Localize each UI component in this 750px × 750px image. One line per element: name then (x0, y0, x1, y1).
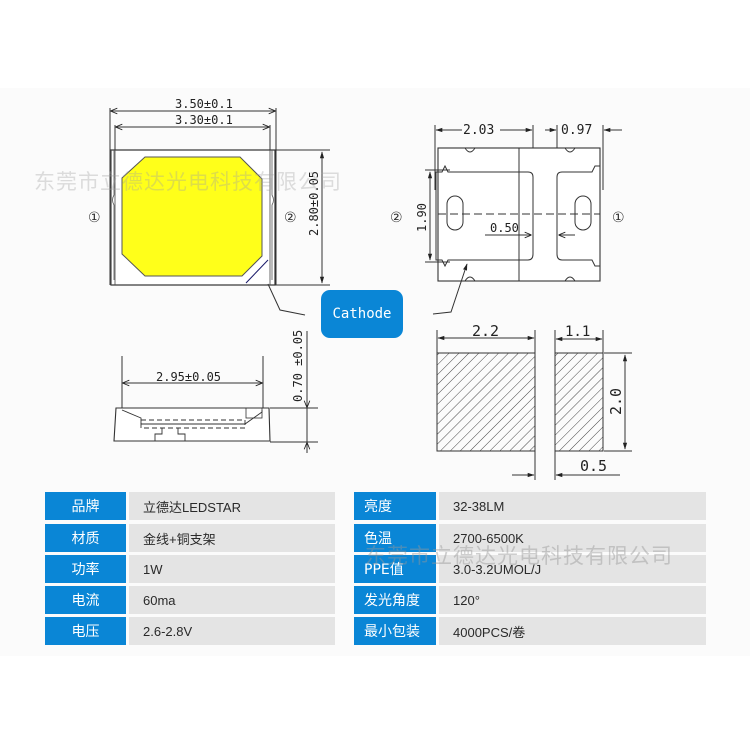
spec-value: 2.6-2.8V (129, 617, 335, 645)
spec-label: 电压 (45, 617, 126, 645)
spec-label: 色温 (354, 524, 436, 552)
dim-pad-small: 1.1 (565, 324, 590, 340)
spec-row: 功率 1W (45, 555, 335, 583)
spec-row: 亮度 32-38LM (354, 492, 706, 520)
top-view: 3.50±0.1 3.30±0.1 2.80±0.05 ① ② (88, 97, 330, 316)
spec-row: 电压 2.6-2.8V (45, 617, 335, 645)
spec-value: 120° (439, 586, 706, 614)
dim-pad-gap: 0.5 (580, 457, 607, 475)
spec-row: 电流 60ma (45, 586, 335, 614)
spec-label: 最小包装 (354, 617, 436, 645)
spec-row: 最小包装 4000PCS/卷 (354, 617, 706, 645)
dim-pad-height: 1.90 (415, 203, 429, 232)
spec-value: 金线+铜支架 (129, 524, 335, 552)
spec-row: 材质 金线+铜支架 (45, 524, 335, 552)
spec-value: 1W (129, 555, 335, 583)
dim-outer-width: 3.50±0.1 (175, 97, 233, 111)
cathode-callout: Cathode (321, 290, 403, 338)
dim-gap: 0.50 (490, 221, 519, 235)
spec-label: 发光角度 (354, 586, 436, 614)
dim-pad-b: 0.97 (561, 123, 592, 138)
spec-row: 色温 2700-6500K (354, 524, 706, 552)
spec-row: PPE值 3.0-3.2UMOL/J (354, 555, 706, 583)
footprint-view: 2.2 1.1 2.0 0.5 (436, 322, 632, 480)
spec-label: 电流 (45, 586, 126, 614)
pin-2-label: ② (284, 210, 297, 226)
dim-pad-a: 2.03 (463, 123, 494, 138)
spec-value: 2700-6500K (439, 524, 706, 552)
spec-value: 60ma (129, 586, 335, 614)
spec-label: 功率 (45, 555, 126, 583)
dim-side-height: 0.70 ±0.05 (291, 330, 305, 402)
spec-label: 材质 (45, 524, 126, 552)
dim-pad-large: 2.2 (472, 322, 499, 340)
pin-1-label: ① (88, 210, 101, 226)
spec-label: 品牌 (45, 492, 126, 520)
dim-inner-width: 3.30±0.1 (175, 113, 233, 127)
bottom-view: 2.03 0.97 1.90 0.50 ② ① (390, 122, 625, 315)
spec-label: 亮度 (354, 492, 436, 520)
pin-1-label-bottom: ① (612, 210, 625, 226)
pin-2-label-bottom: ② (390, 210, 403, 226)
spec-label: PPE值 (354, 555, 436, 583)
spec-row: 品牌 立德达LEDSTAR (45, 492, 335, 520)
dim-pad-height-fp: 2.0 (607, 388, 625, 415)
spec-value: 4000PCS/卷 (439, 617, 706, 645)
dim-height: 2.80±0.05 (307, 171, 321, 236)
spec-row: 发光角度 120° (354, 586, 706, 614)
spec-value: 立德达LEDSTAR (129, 492, 335, 520)
side-view: 2.95±0.05 0.70 ±0.05 (113, 330, 318, 453)
spec-value: 32-38LM (439, 492, 706, 520)
spec-value: 3.0-3.2UMOL/J (439, 555, 706, 583)
dim-side-width: 2.95±0.05 (156, 370, 221, 384)
